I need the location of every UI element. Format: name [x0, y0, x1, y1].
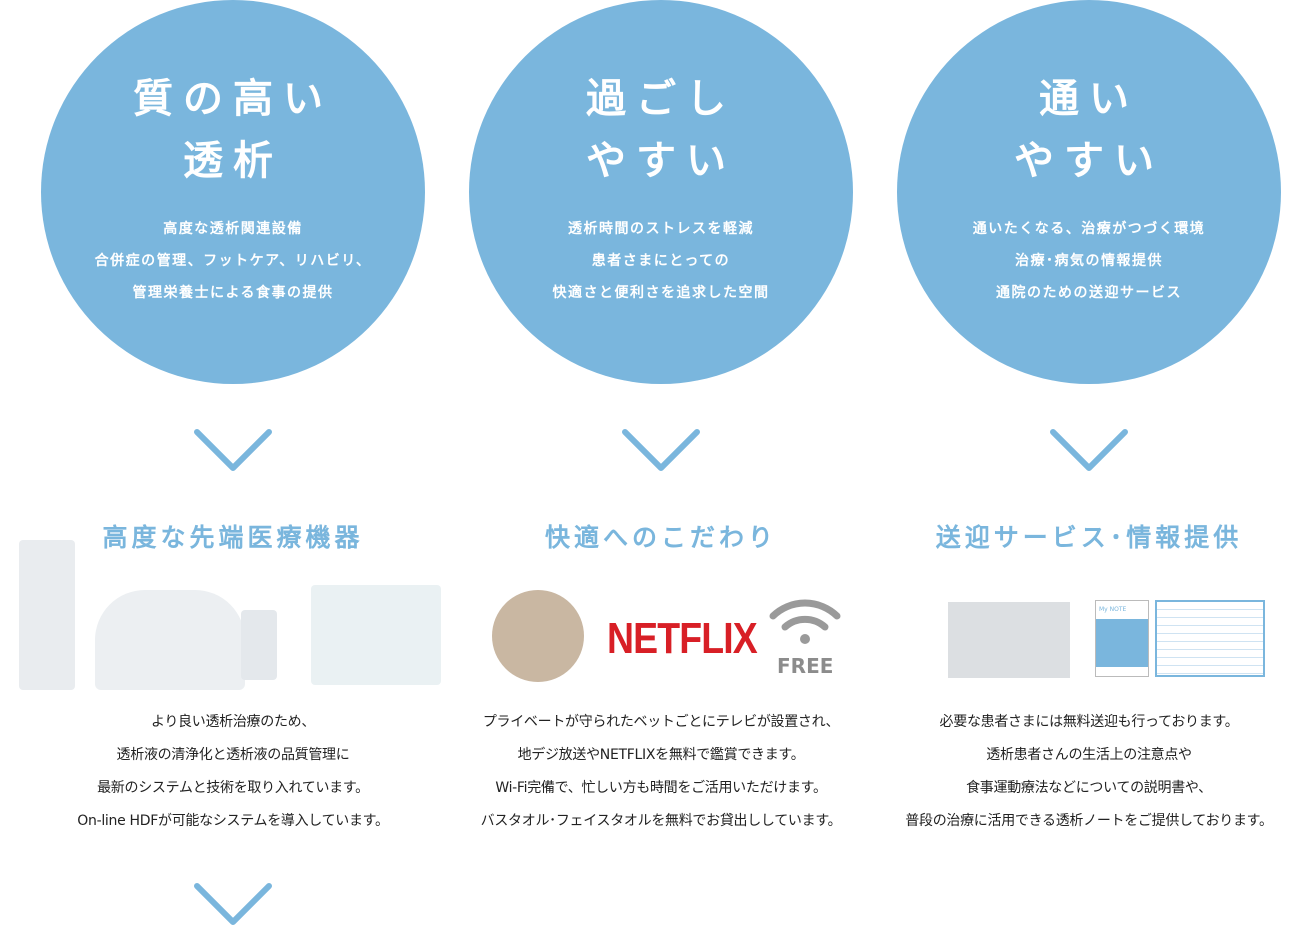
wifi-icon: [769, 599, 841, 644]
desc-line: 必要な患者さまには無料送迎も行っております。: [939, 714, 1239, 730]
wifi-free-label: FREE: [777, 654, 834, 678]
circle-line: 透析時間のストレスを軽減: [568, 221, 754, 237]
netflix-logo: NETFLIX: [607, 614, 758, 663]
circle-line: 管理栄養士による食事の提供: [132, 285, 334, 301]
chevron-down-icon: [1049, 428, 1129, 472]
desc-line: 食事運動療法などについての説明書や、: [966, 780, 1212, 796]
circle-title-line: 透析: [183, 138, 283, 184]
desc-line: 地デジ放送やNETFLIXを無料で鑑賞できます。: [517, 747, 805, 763]
desc-line: より良い透析治療のため、: [150, 714, 316, 730]
service-images: My NOTE: [875, 580, 1300, 695]
circle-line: 治療･病気の情報提供: [1015, 253, 1163, 269]
medical-equipment-images: [19, 540, 447, 695]
desc-line: On-line HDFが可能なシステムを導入しています。: [77, 813, 389, 829]
desc-line: 普段の治療に活用できる透析ノートをご提供しております。: [905, 813, 1273, 829]
desc-line: バスタオル･フェイスタオルを無料でお貸出ししています。: [480, 813, 842, 829]
schedule-chart-sheet: [1155, 600, 1265, 677]
wheelchair-transport-photo: [948, 602, 1070, 678]
chevron-down-icon: [621, 428, 701, 472]
feature-circle: 過ごしやすい 透析時間のストレスを軽減患者さまにとっての快適さと便利さを追求した…: [469, 0, 853, 384]
desc-line: 最新のシステムと技術を取り入れています。: [97, 780, 369, 796]
feature-circle: 質の高い透析 高度な透析関連設備合併症の管理、フットケア、リハビリ、管理栄養士に…: [41, 0, 425, 384]
section-heading: 高度な先端医療機器: [102, 523, 364, 552]
circle-title-line: 質の高い: [133, 76, 333, 122]
feature-circle: 通いやすい 通いたくなる、治療がつづく環境治療･病気の情報提供通院のための送迎サ…: [897, 0, 1281, 384]
circle-line: 患者さまにとっての: [591, 253, 731, 269]
section-heading: 快適へのこだわり: [544, 523, 777, 552]
circle-title-line: やすい: [586, 138, 736, 184]
note-title: My NOTE: [1099, 606, 1127, 613]
my-note-booklet: My NOTE: [1095, 600, 1149, 677]
circle-title-line: やすい: [1014, 138, 1164, 184]
desc-line: 透析液の清浄化と透析液の品質管理に: [116, 747, 350, 763]
circle-line: 通院のための送迎サービス: [996, 285, 1182, 301]
desc-line: プライベートが守られたベットごとにテレビが設置され、: [482, 714, 840, 730]
desc-line: 透析患者さんの生活上の注意点や: [986, 747, 1192, 763]
circle-title-line: 通い: [1039, 76, 1139, 122]
circle-title-line: 過ごし: [586, 76, 736, 122]
dialysis-machine-image: [19, 540, 75, 690]
chevron-down-icon: [193, 882, 273, 926]
comfort-images: NETFLIX FREE: [447, 580, 875, 695]
chevron-down-icon: [193, 428, 273, 472]
circle-line: 合併症の管理、フットケア、リハビリ、: [94, 253, 372, 269]
bed-photo: [492, 590, 584, 682]
circle-line: 快適さと便利さを追求した空間: [552, 285, 770, 301]
circle-line: 通いたくなる、治療がつづく環境: [972, 221, 1206, 237]
ct-scanner-image: [95, 590, 245, 690]
c-arm-image: [311, 585, 441, 685]
section-heading: 送迎サービス･情報提供: [935, 523, 1243, 552]
desc-line: Wi-Fi完備で、忙しい方も時間をご活用いただけます。: [495, 780, 827, 796]
circle-line: 高度な透析関連設備: [163, 221, 303, 237]
monitor-cart-image: [241, 610, 277, 680]
